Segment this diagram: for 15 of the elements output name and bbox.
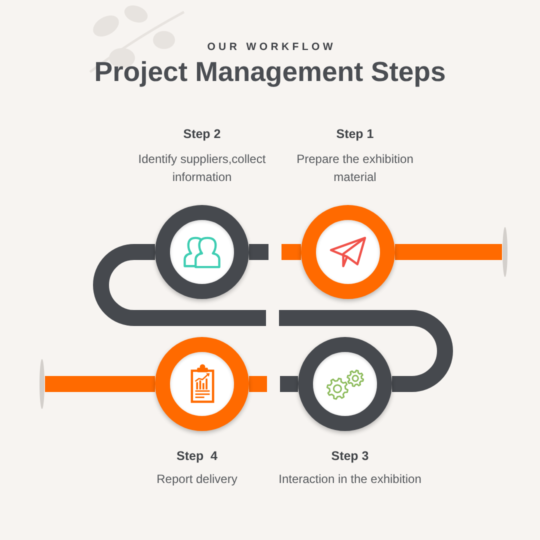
step-description: Prepare the exhibition material — [296, 152, 414, 184]
road-line — [93, 244, 453, 392]
road-line — [249, 244, 301, 260]
step-heading: Step 1 — [336, 127, 374, 141]
step-description: Report delivery — [156, 472, 238, 486]
road-line — [249, 376, 298, 392]
road-line — [45, 376, 155, 392]
step-description: Identify suppliers,collect information — [138, 152, 266, 184]
step-heading: Step 3 — [331, 449, 369, 463]
title-heading: Project Management Steps — [94, 56, 446, 87]
step-description: Interaction in the exhibition — [278, 472, 422, 486]
step-heading: Step 2 — [183, 127, 221, 141]
step-heading: Step 4 — [176, 449, 218, 463]
kicker-text: OUR WORKFLOW — [206, 41, 336, 53]
road-line — [395, 244, 502, 260]
